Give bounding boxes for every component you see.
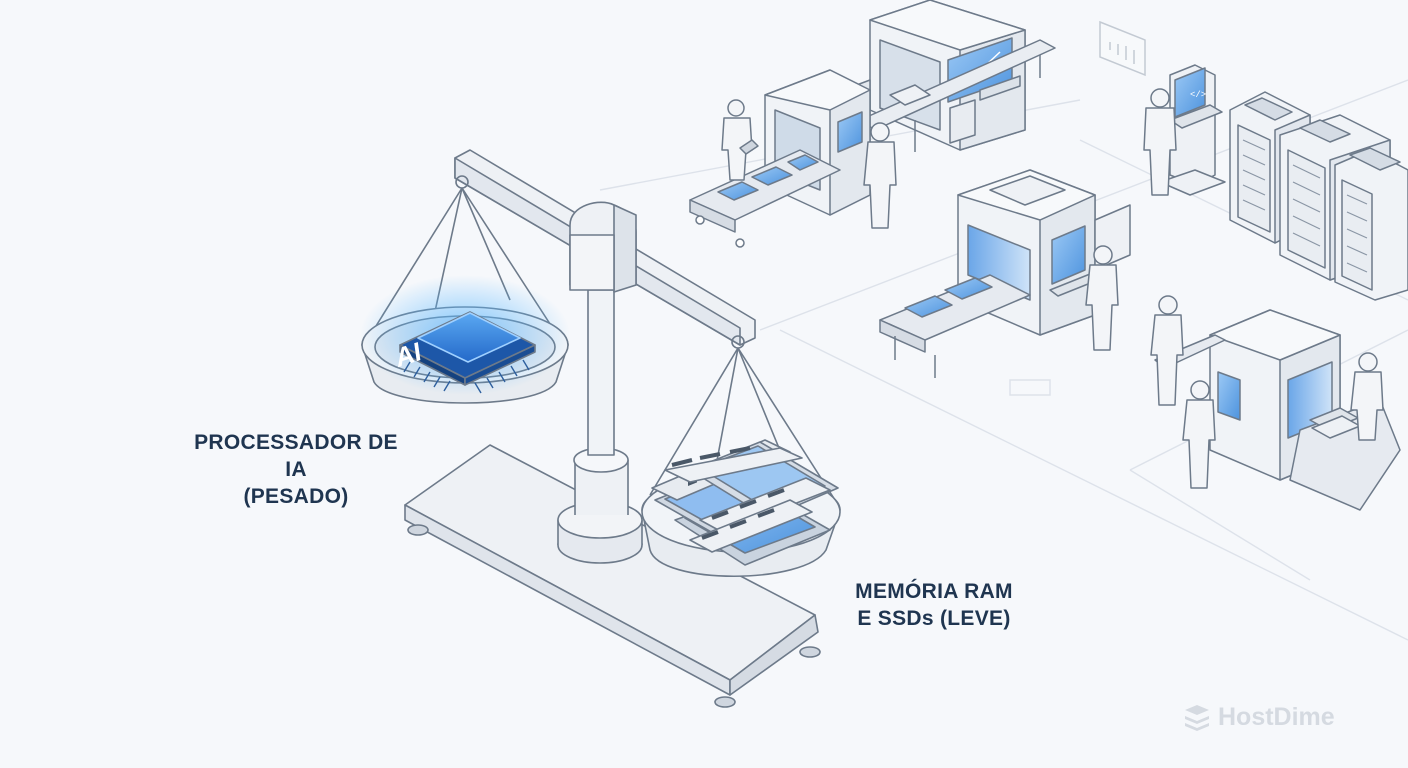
worker-figure xyxy=(1085,245,1119,351)
worker-figure xyxy=(1350,352,1384,441)
worker-figure xyxy=(863,122,897,229)
heavy-label-line-2: (PESADO) xyxy=(243,485,349,508)
computer-terminal: </> xyxy=(1143,64,1226,196)
brand-logo: HostDime xyxy=(1182,702,1335,732)
left-pan: AI xyxy=(360,187,570,404)
worker-figure xyxy=(1182,380,1216,489)
light-label-line-1: MEMÓRIA RAM xyxy=(855,580,1013,603)
ai-chip-icon: AI xyxy=(394,311,536,394)
chart-sign-icon xyxy=(1099,20,1146,77)
ram-ssd-stack xyxy=(651,439,839,566)
production-line-top xyxy=(689,0,1056,248)
worker-figure xyxy=(721,99,759,181)
balance-scale: AI xyxy=(360,149,841,708)
code-screen-icon: </> xyxy=(1190,90,1206,100)
light-label-line-2: E SSDs (LEVE) xyxy=(857,607,1011,630)
worker-figure xyxy=(1150,295,1184,406)
logo-stack-icon xyxy=(1185,705,1209,731)
server-racks xyxy=(1229,91,1408,301)
heavy-weight-label: PROCESSADOR DE IA (PESADO) xyxy=(186,429,406,510)
heavy-label-line-1: PROCESSADOR DE IA xyxy=(194,431,398,481)
production-line-middle xyxy=(879,169,1131,378)
production-line-right xyxy=(1150,295,1401,511)
right-pan xyxy=(641,347,841,577)
brand-name: HostDime xyxy=(1218,702,1335,731)
light-weight-label: MEMÓRIA RAM E SSDs (LEVE) xyxy=(846,578,1022,632)
